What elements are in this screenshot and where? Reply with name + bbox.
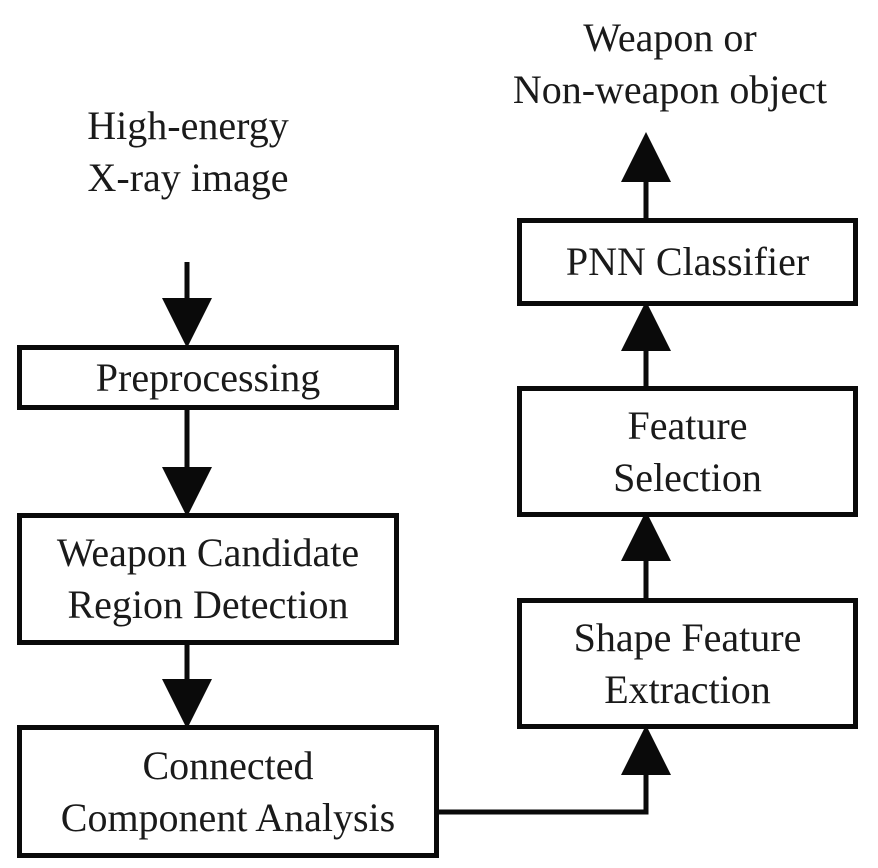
node-pnn-label: PNN Classifier	[565, 239, 810, 284]
node-feature-selection: Feature Selection	[517, 386, 858, 517]
node-cca-label-line-2: Component Analysis	[60, 794, 396, 840]
output-label-line-2: Non-weapon object	[512, 67, 828, 112]
node-preprocessing-label: Preprocessing	[95, 354, 321, 400]
node-cca-label-line-1: Connected	[142, 742, 314, 788]
input-label: High-energy X-ray image	[40, 100, 336, 204]
output-label-line-1: Weapon or	[583, 15, 757, 60]
arrow-cca-to-shape	[438, 725, 671, 815]
node-pnn-classifier: PNN Classifier	[517, 218, 858, 306]
node-candidate-label-line-2: Region Detection	[67, 582, 349, 627]
node-selection-label-line-1: Feature	[627, 402, 748, 448]
node-shape-feature-extraction: Shape Feature Extraction	[517, 598, 858, 729]
node-candidate-label-line-1: Weapon Candidate	[56, 530, 360, 575]
node-shape-label-line-2: Extraction	[604, 666, 771, 712]
node-connected-component-analysis: Connected Component Analysis	[17, 725, 439, 858]
input-label-line-2: X-ray image	[87, 155, 289, 200]
node-weapon-candidate-region-detection: Weapon Candidate Region Detection	[17, 513, 399, 645]
node-preprocessing: Preprocessing	[17, 345, 399, 410]
output-label: Weapon or Non-weapon object	[470, 12, 870, 116]
node-shape-label-line-1: Shape Feature	[573, 614, 802, 660]
input-label-line-1: High-energy	[87, 103, 289, 148]
node-selection-label-line-2: Selection	[613, 454, 762, 500]
